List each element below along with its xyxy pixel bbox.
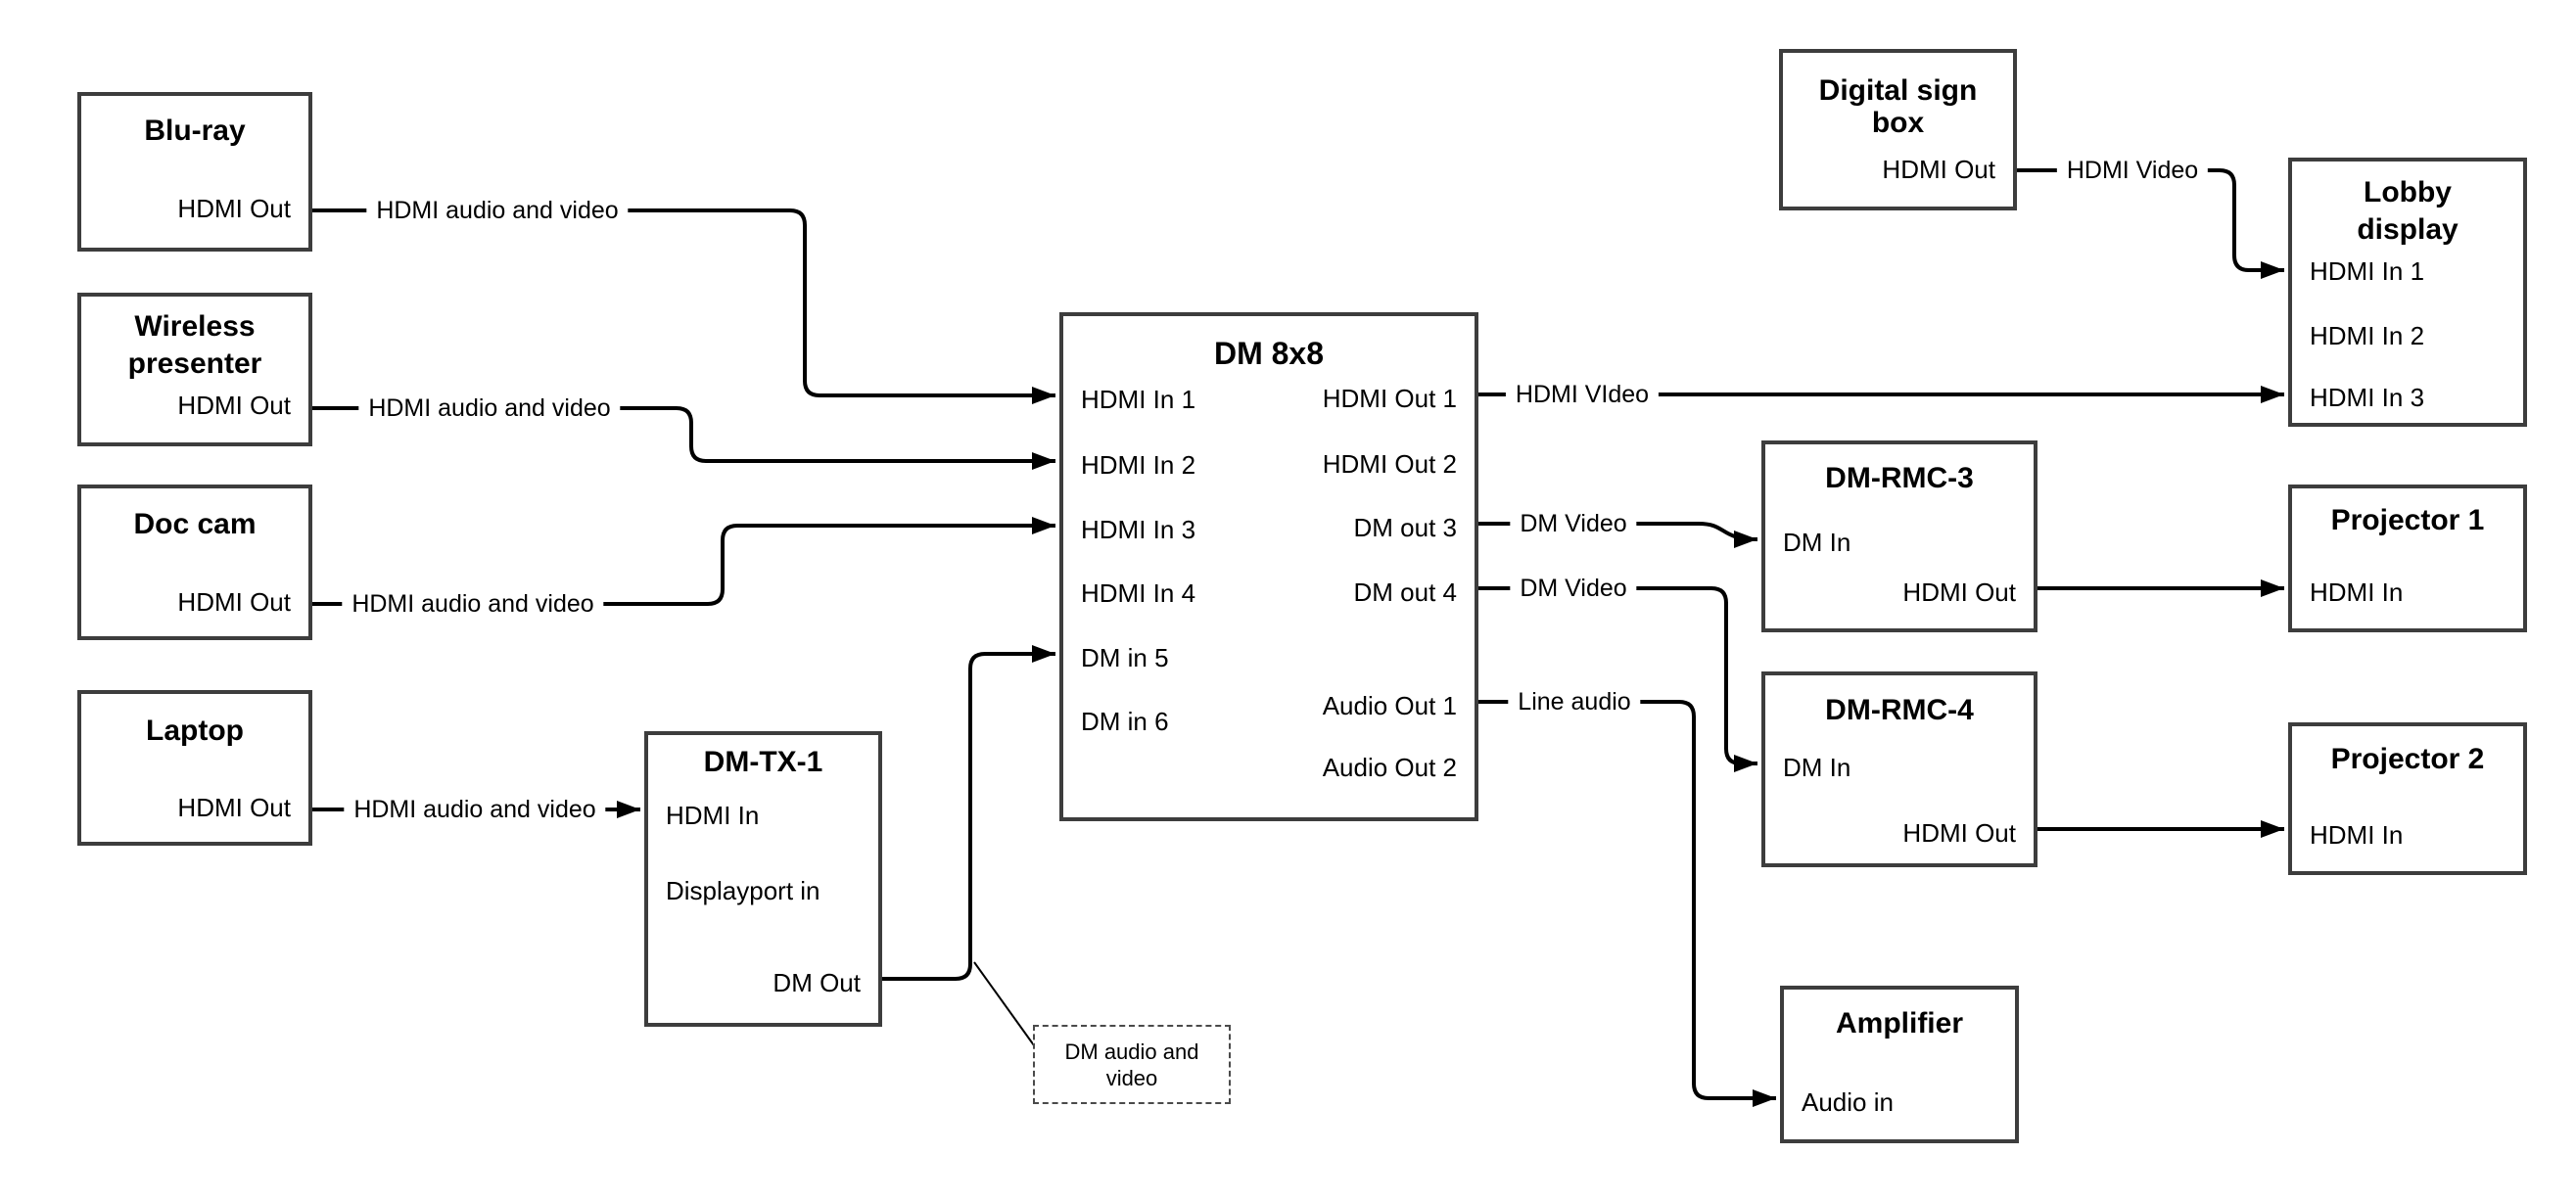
port-hdmi-in: HDMI In xyxy=(2310,577,2404,607)
node-digital-sign-box: Digital sign box HDMI Out xyxy=(1779,49,2017,210)
node-title: Amplifier xyxy=(1835,1007,1964,1039)
port-audio-out-1: Audio Out 1 xyxy=(1322,691,1457,720)
node-blu-ray: Blu-ray HDMI Out xyxy=(77,92,312,252)
port-displayport-in: Displayport in xyxy=(666,876,820,905)
port-dm-in: DM In xyxy=(1783,528,1851,557)
node-title: Doc cam xyxy=(133,508,257,540)
node-dm-rmc-3: DM-RMC-3 DM In HDMI Out xyxy=(1761,440,2037,632)
port-hdmi-out: HDMI Out xyxy=(1902,818,2016,848)
note-dm-audio-and-video: DM audio and video xyxy=(1033,1025,1231,1104)
port-hdmi-out: HDMI Out xyxy=(177,587,291,617)
port-dm-out-3: DM out 3 xyxy=(1353,513,1458,542)
node-lobby-display: Lobby display HDMI In 1 HDMI In 2 HDMI I… xyxy=(2288,158,2527,427)
node-title: Projector 2 xyxy=(2330,743,2485,775)
port-hdmi-in: HDMI In xyxy=(666,801,760,830)
port-hdmi-out-1: HDMI Out 1 xyxy=(1322,384,1457,413)
node-dm-rmc-4: DM-RMC-4 DM In HDMI Out xyxy=(1761,671,2037,867)
port-audio-in: Audio in xyxy=(1802,1087,1894,1117)
port-hdmi-in: HDMI In xyxy=(2310,820,2404,850)
port-hdmi-in-1: HDMI In 1 xyxy=(1081,385,1196,414)
node-dm-8x8: DM 8x8 HDMI In 1 HDMI In 2 HDMI In 3 HDM… xyxy=(1059,312,1478,821)
port-dm-out-4: DM out 4 xyxy=(1353,577,1458,607)
node-dm-tx-1: DM-TX-1 HDMI In Displayport in DM Out xyxy=(644,731,882,1027)
wire-doccam-to-dm8x8-in3 xyxy=(312,517,1055,606)
port-hdmi-out: HDMI Out xyxy=(177,793,291,822)
port-hdmi-in-1: HDMI In 1 xyxy=(2310,256,2425,286)
node-projector-1: Projector 1 HDMI In xyxy=(2288,485,2527,632)
node-title: DM-RMC-4 xyxy=(1825,694,1974,726)
port-audio-out-2: Audio Out 2 xyxy=(1322,753,1457,782)
wire-dmtx1-to-dm8x8-in5 xyxy=(882,645,1055,981)
port-hdmi-in-2: HDMI In 2 xyxy=(1081,450,1196,480)
wire-label-hdmi-video-out1: HDMI VIdeo xyxy=(1505,380,1660,409)
wire-dm8x8-audio1-to-amplifier xyxy=(1478,700,1776,1107)
wire-label-hdmi-av-laptop: HDMI audio and video xyxy=(344,795,606,824)
port-hdmi-out: HDMI Out xyxy=(1882,155,1995,184)
port-hdmi-out-2: HDMI Out 2 xyxy=(1322,449,1457,479)
node-title: Digital sign box xyxy=(1818,74,1978,139)
node-wireless-presenter: Wireless presenter HDMI Out xyxy=(77,293,312,446)
node-title: Lobby display xyxy=(2357,176,2459,246)
node-doc-cam: Doc cam HDMI Out xyxy=(77,485,312,640)
port-dm-in-5: DM in 5 xyxy=(1081,643,1169,672)
wire-label-dm-video-3: DM Video xyxy=(1510,509,1637,538)
wire-bluray-to-dm8x8-in1 xyxy=(312,208,1055,404)
port-hdmi-out: HDMI Out xyxy=(1902,577,2016,607)
wire-label-line-audio: Line audio xyxy=(1508,687,1641,716)
wire-dm8x8-out3-to-rmc3 xyxy=(1478,522,1758,548)
port-hdmi-out: HDMI Out xyxy=(177,194,291,223)
wire-dm8x8-out4-to-rmc4 xyxy=(1478,586,1757,772)
port-dm-out: DM Out xyxy=(773,968,861,997)
port-dm-in: DM In xyxy=(1783,753,1851,782)
node-title: Blu-ray xyxy=(144,115,246,147)
wire-label-dm-video-4: DM Video xyxy=(1510,574,1637,603)
node-title: DM-TX-1 xyxy=(703,746,823,778)
node-title: Wireless presenter xyxy=(127,310,262,380)
note-leader-line xyxy=(973,961,1035,1046)
wire-digitalsign-to-lobby-in1 xyxy=(2017,168,2284,279)
wire-label-hdmi-av-bluray: HDMI audio and video xyxy=(366,196,629,225)
wire-wireless-to-dm8x8-in2 xyxy=(312,406,1055,470)
node-amplifier: Amplifier Audio in xyxy=(1780,986,2019,1143)
port-hdmi-in-3: HDMI In 3 xyxy=(1081,515,1196,544)
node-projector-2: Projector 2 HDMI In xyxy=(2288,722,2527,875)
port-hdmi-out: HDMI Out xyxy=(177,391,291,420)
node-laptop: Laptop HDMI Out xyxy=(77,690,312,846)
wire-label-hdmi-video-sign: HDMI Video xyxy=(2056,156,2209,185)
wire-label-hdmi-av-doccam: HDMI audio and video xyxy=(342,589,604,619)
node-title: Projector 1 xyxy=(2330,504,2485,536)
node-title: DM 8x8 xyxy=(1213,336,1325,371)
node-title: DM-RMC-3 xyxy=(1825,462,1974,494)
port-hdmi-in-2: HDMI In 2 xyxy=(2310,321,2425,350)
node-title: Laptop xyxy=(146,715,244,747)
port-dm-in-6: DM in 6 xyxy=(1081,707,1169,736)
port-hdmi-in-3: HDMI In 3 xyxy=(2310,383,2425,412)
wire-label-hdmi-av-wireless: HDMI audio and video xyxy=(358,393,621,423)
port-hdmi-in-4: HDMI In 4 xyxy=(1081,578,1196,608)
